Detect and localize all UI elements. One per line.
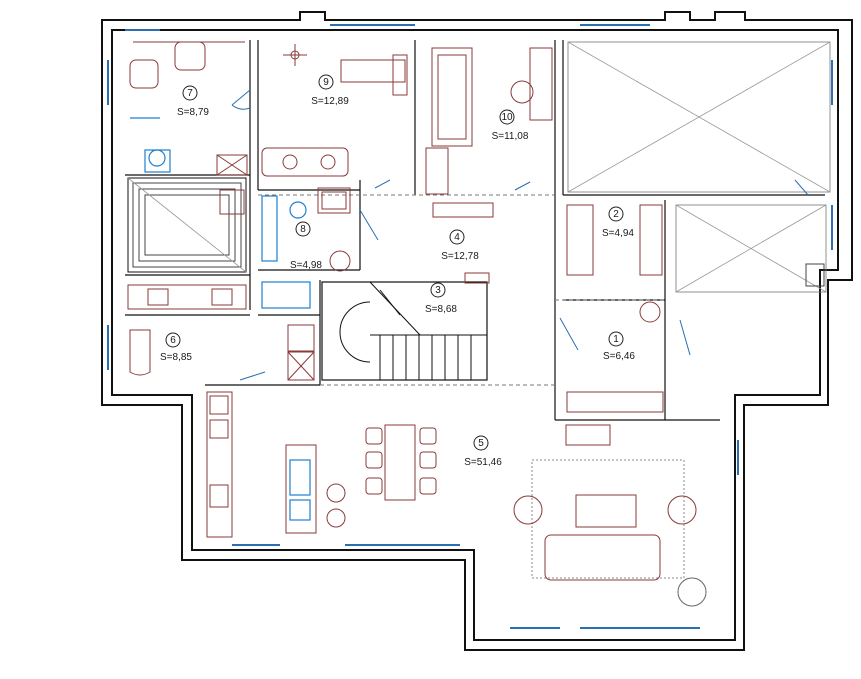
room-7-number: 7: [187, 88, 193, 99]
room-10-area: S=11,08: [492, 131, 529, 142]
doors: [231, 89, 809, 381]
staircase: [321, 281, 488, 381]
room-3-number: 3: [435, 285, 441, 296]
room-10-number: 10: [501, 112, 513, 123]
void-areas: [567, 41, 831, 293]
room-1-area: S=6,46: [603, 351, 635, 362]
room-4-area: S=12,78: [441, 251, 479, 262]
room-7-area: S=8,79: [177, 107, 209, 118]
room-9-area: S=12,89: [311, 96, 349, 107]
interior-walls: [125, 40, 825, 421]
room-2-area: S=4,94: [602, 228, 634, 239]
room-5-number: 5: [478, 438, 484, 449]
room-8-area: S=4,98: [290, 260, 322, 271]
room-2-number: 2: [613, 209, 619, 220]
exterior-walls: [101, 11, 853, 651]
room-6-area: S=8,85: [160, 352, 192, 363]
room-9-number: 9: [323, 77, 329, 88]
room-number-circles: [165, 74, 624, 451]
room-6-number: 6: [170, 335, 176, 346]
room-5-area: S=51,46: [464, 457, 502, 468]
room-3-area: S=8,68: [425, 304, 457, 315]
furniture: [127, 41, 707, 607]
sauna-bench: [127, 177, 247, 273]
room-8-number: 8: [300, 224, 306, 235]
room-1-number: 1: [613, 334, 619, 345]
room-4-number: 4: [454, 232, 460, 243]
